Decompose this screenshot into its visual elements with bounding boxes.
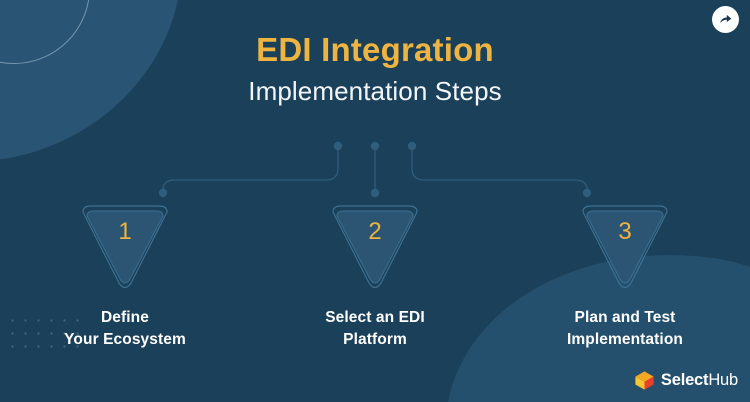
step-number-3: 3 <box>618 218 632 245</box>
step-label-3-line2: Implementation <box>567 331 683 348</box>
step-label-2-line1: Select an EDI <box>325 309 425 326</box>
step-number-1: 1 <box>118 218 132 245</box>
step-label-3-line1: Plan and Test <box>574 309 676 326</box>
step-item-3[interactable]: 3 Plan and Test Implementation <box>500 203 750 351</box>
step-label-1-line1: Define <box>101 309 149 326</box>
triangle-outline-icon <box>332 205 418 289</box>
selecthub-logo[interactable]: SelectHub <box>634 370 738 391</box>
step-number-2: 2 <box>368 218 382 245</box>
step-label-2: Select an EDI Platform <box>325 307 425 351</box>
step-triangle-3: 3 <box>571 203 679 295</box>
page-subtitle: Implementation Steps <box>248 75 502 106</box>
triangle-outline-icon <box>582 205 668 289</box>
step-label-1: Define Your Ecosystem <box>64 307 186 351</box>
page-title: EDI Integration <box>256 31 494 68</box>
steps-row: 1 Define Your Ecosystem 2 Select an EDI … <box>0 203 750 351</box>
logo-text-light: Hub <box>708 371 738 390</box>
step-label-1-line2: Your Ecosystem <box>64 331 186 348</box>
triangle-outline-icon <box>82 205 168 289</box>
selecthub-wordmark: SelectHub <box>661 372 738 389</box>
step-label-2-line2: Platform <box>343 331 407 348</box>
heading-block: EDI Integration Implementation Steps <box>0 31 750 106</box>
connector-endpoint-dots <box>158 141 592 198</box>
share-arrow-icon <box>718 12 733 27</box>
step-label-3: Plan and Test Implementation <box>567 307 683 351</box>
step-triangle-1: 1 <box>71 203 179 295</box>
step-triangle-2: 2 <box>321 203 429 295</box>
selecthub-cube-icon <box>635 371 654 390</box>
step-item-2[interactable]: 2 Select an EDI Platform <box>250 203 500 351</box>
logo-text-bold: Select <box>660 371 709 390</box>
share-button[interactable] <box>712 6 739 33</box>
step-item-1[interactable]: 1 Define Your Ecosystem <box>0 203 250 351</box>
